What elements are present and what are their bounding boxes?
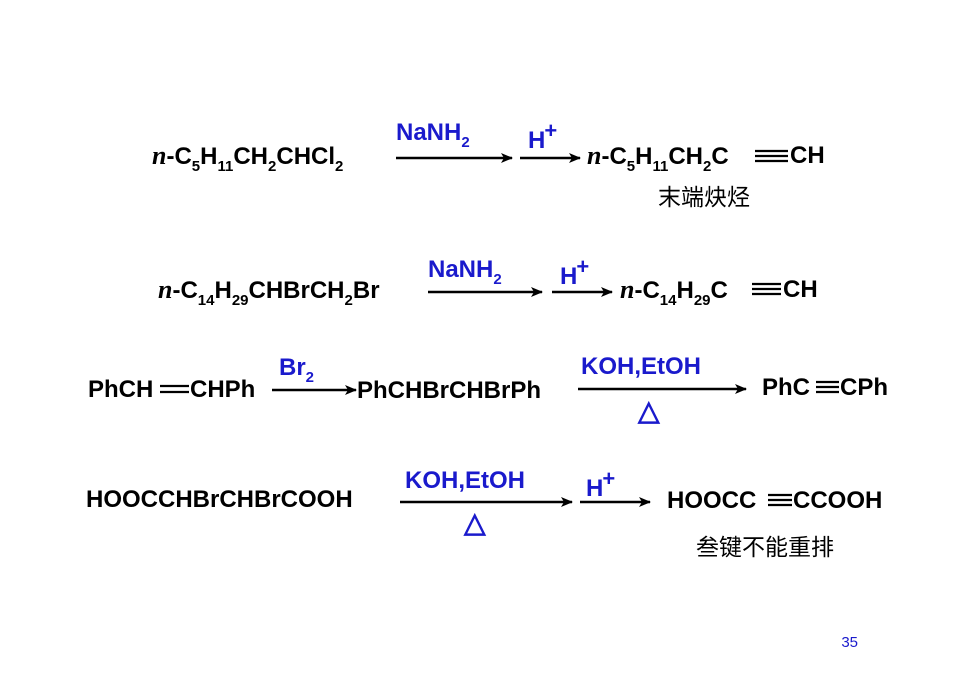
formula-part: CHBrCH	[248, 277, 345, 304]
subscript: 2	[461, 134, 470, 151]
formula-part: CHCl	[276, 143, 336, 170]
formula-part: -C	[172, 277, 198, 304]
reaction1-product-left: n-C5H11CH2C	[587, 141, 729, 175]
reaction4-reagent2: H+	[586, 466, 615, 503]
reagent-text: H	[586, 475, 604, 502]
reaction4-note: 叁键不能重排	[696, 535, 834, 561]
reaction4-reactant: HOOCCHBrCHBrCOOH	[86, 486, 353, 513]
formula-part: H	[676, 277, 694, 304]
reaction2-product-left: n-C14H29C	[620, 275, 728, 309]
formula-part: C	[711, 143, 729, 170]
reaction3-heat-symbol: △	[638, 395, 660, 426]
italic-prefix: n	[152, 141, 167, 170]
subscript: 2	[305, 369, 315, 386]
superscript: +	[576, 254, 590, 279]
reaction4-product-left: HOOCC	[667, 487, 757, 514]
reaction1-triple-bond	[755, 149, 788, 163]
superscript: +	[602, 466, 616, 491]
subscript: 14	[659, 292, 677, 309]
reagent-text: NaNH	[396, 119, 462, 146]
subscript: 2	[344, 292, 353, 309]
reagent-text: Br	[279, 354, 306, 381]
subscript: 11	[652, 158, 669, 175]
subscript: 29	[231, 292, 249, 309]
subscript: 29	[693, 292, 711, 309]
reaction3-product-right: CPh	[840, 374, 888, 401]
italic-prefix: n	[158, 275, 173, 304]
reaction4-triple-bond	[768, 493, 792, 507]
formula-part: -C	[601, 143, 627, 170]
reaction3-double-bond	[160, 384, 189, 394]
subscript: 5	[626, 158, 636, 175]
formula-part: C	[710, 277, 728, 304]
reaction4-heat-symbol: △	[464, 507, 486, 538]
reaction2-product-right: CH	[783, 276, 818, 303]
subscript: 2	[703, 158, 712, 175]
subscript: 2	[268, 158, 277, 175]
formula-part: Br	[352, 277, 380, 304]
reaction1-reactant: n-C5H11CH2CHCl2	[152, 141, 343, 175]
formula-part: CH	[668, 143, 704, 170]
reagent-text: H	[560, 263, 578, 290]
reaction3-intermediate: PhCHBrCHBrPh	[357, 377, 542, 404]
formula-part: H	[200, 143, 218, 170]
formula-part: -C	[634, 277, 660, 304]
reaction1-reagent2: H+	[528, 118, 557, 155]
subscript: 11	[217, 158, 234, 175]
reagent-text: H	[528, 127, 546, 154]
formula-part: -C	[166, 143, 192, 170]
page-number: 35	[841, 634, 858, 651]
formula-part: H	[214, 277, 232, 304]
reagent-text: NaNH	[428, 256, 494, 283]
reaction3-reactant-left: PhCH	[88, 376, 154, 403]
reaction1-reagent1: NaNH2	[396, 119, 470, 151]
subscript: 14	[197, 292, 215, 309]
reaction2-reactant: n-C14H29CHBrCH2Br	[158, 275, 380, 309]
superscript: +	[544, 118, 558, 143]
italic-prefix: n	[620, 275, 635, 304]
formula-part: H	[635, 143, 653, 170]
reaction3-reactant-right: CHPh	[190, 376, 256, 403]
reaction3-triple-bond	[816, 380, 839, 394]
reaction2-triple-bond	[752, 282, 781, 296]
reaction3-reagent2-above: KOH,EtOH	[581, 353, 701, 380]
reaction4-product-right: CCOOH	[793, 487, 883, 514]
reaction2-reagent1: NaNH2	[428, 256, 502, 288]
reaction3-reagent1: Br2	[279, 354, 314, 386]
reaction3-product-left: PhC	[762, 374, 810, 401]
reaction1-note: 末端炔烃	[658, 185, 750, 211]
subscript: 2	[493, 271, 502, 288]
subscript: 5	[191, 158, 201, 175]
reaction4-reagent1-above: KOH,EtOH	[405, 467, 525, 494]
italic-prefix: n	[587, 141, 602, 170]
subscript: 2	[335, 158, 344, 175]
reaction2-reagent2: H+	[560, 254, 589, 291]
formula-part: CH	[233, 143, 269, 170]
reaction1-product-right: CH	[790, 142, 825, 169]
